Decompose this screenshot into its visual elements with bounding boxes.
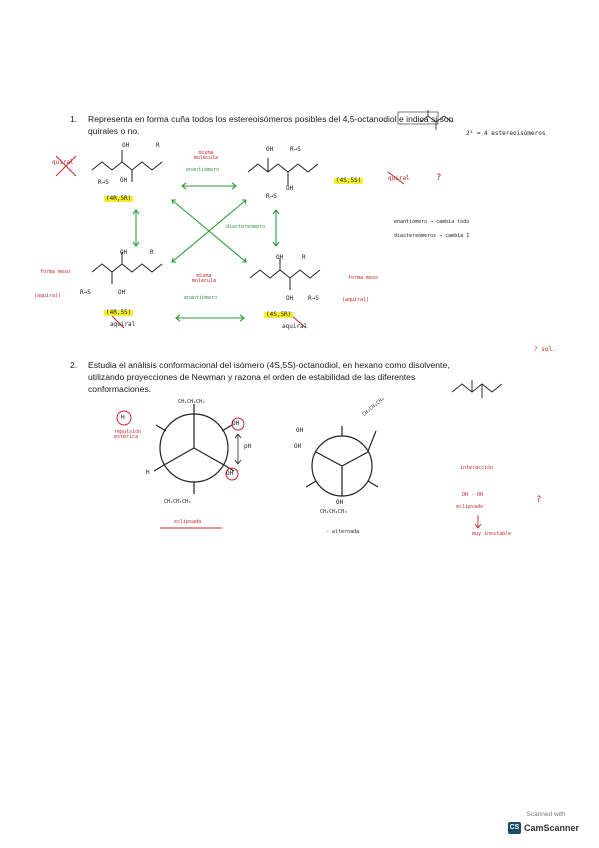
newman-1-arrow	[234, 433, 242, 465]
q2-note-4: muy inestable	[472, 531, 512, 537]
newman-2-bottom-label: CH₂CH₂CH₃	[320, 509, 348, 515]
newman-2-caption: - alternada	[326, 529, 360, 535]
oh-label-1: OH	[122, 142, 130, 149]
label-enantiomero-top: enantiómero	[186, 167, 220, 173]
config-top-right: (4S,5S)	[334, 177, 364, 184]
label-diastereomero-center: diastereómero	[226, 224, 266, 230]
newman-1-sub-2: OH	[232, 420, 240, 427]
oh-label-4: OH	[286, 185, 294, 192]
config-bottom-left: (4R,5S)	[104, 309, 134, 316]
chiral-label-top-left: quiral	[52, 159, 74, 166]
label-forma-meso-right: forma meso	[348, 275, 379, 281]
newman-1-top-label: CH₂CH₂CH₃	[178, 399, 206, 405]
molecule-bottom-right	[249, 258, 321, 290]
rs-label-1: R	[156, 142, 160, 149]
newman-1-sub-3: OH	[226, 470, 234, 477]
label-aquiral-left: (aquiral)	[34, 293, 62, 299]
achiral-label-bottom-right: aquiral	[282, 323, 308, 330]
oh-label-6: OH	[118, 289, 126, 296]
molecule-top-right	[247, 158, 319, 186]
question-mark-note: ?	[436, 173, 442, 183]
oh-label-2: OH	[120, 177, 128, 184]
rs-label-6: R→S	[80, 289, 91, 296]
newman-1-bottom-label: CH₂CH₂CH₃	[164, 499, 192, 505]
oh-label-5: OH	[120, 249, 128, 256]
newman-2-sub-3: OH	[336, 499, 344, 506]
rs-label-7: R	[302, 254, 306, 261]
label-enantiomero-bottom: enantiómero	[184, 295, 218, 301]
question-1-number: 1.	[70, 114, 78, 124]
oh-label-3: OH	[266, 146, 274, 153]
newman-projection-2	[305, 426, 379, 497]
q2-side-arrow	[474, 515, 482, 529]
label-aquiral-right: (aquiral)	[342, 297, 370, 303]
q2-molecule-sketch	[451, 380, 503, 398]
rs-label-5: R	[150, 249, 154, 256]
oh-label-7: OH	[276, 254, 284, 261]
question-2-text-line3: conformaciones.	[88, 384, 152, 394]
newman-1-circles	[116, 410, 245, 481]
molecule-top-left	[91, 150, 163, 182]
newman-1-side-note: repulsión estérica	[114, 429, 142, 440]
label-forma-meso-left: forma meso	[40, 269, 71, 275]
title-structure-sketch	[397, 110, 453, 130]
rs-label-2: R→S	[98, 179, 109, 186]
camscanner-badge: Scanned with CS CamScanner	[506, 811, 586, 837]
legend-line-1: enantiómero → cambia todo	[394, 219, 470, 225]
rs-label-3: R→S	[290, 146, 301, 153]
stereo-count-note: 2² = 4 estereoisómeros	[466, 130, 546, 137]
newman-1-sub-1: H	[121, 414, 125, 421]
scanned-with-label: Scanned with	[526, 811, 566, 818]
camscanner-brand: CS CamScanner	[508, 821, 579, 834]
newman-1-ph-label: pH	[244, 443, 252, 450]
newman-2-sub-1: OH	[296, 427, 304, 434]
relation-arrows	[132, 182, 280, 322]
camscanner-name: CamScanner	[524, 822, 580, 833]
label-misma-molecula: misma molécula	[193, 150, 219, 161]
question-1-text-line1: Representa en forma cuña todos los ester…	[88, 114, 454, 124]
q2-note-1: interacción	[460, 465, 494, 471]
newman-projection-1	[153, 404, 235, 494]
question-1-text-line2: quirales o no.	[88, 126, 140, 136]
newman-1-sub-4: H	[146, 469, 150, 476]
config-bottom-right: (4S,5R)	[264, 311, 294, 318]
config-top-left: (4R,5R)	[104, 195, 134, 202]
question-2-number: 2.	[70, 360, 78, 370]
question-2-text-line1: Estudia el análisis conformacional del i…	[88, 360, 450, 370]
oh-label-8: OH	[286, 295, 294, 302]
molecule-bottom-left	[91, 252, 163, 284]
q2-top-right-label: ? sol.	[534, 346, 556, 353]
q2-note-3: eclipsado	[456, 504, 484, 510]
rs-label-4: R→S	[266, 193, 277, 200]
camscanner-logo-icon: CS	[508, 821, 521, 834]
chiral-label-top-right: quiral	[388, 175, 410, 182]
rs-label-8: R→S	[308, 295, 319, 302]
newman-2-sub-2: OH	[294, 443, 302, 450]
newman-1-caption: eclipsada	[174, 519, 202, 525]
q2-note-2: OH - OH	[462, 492, 484, 498]
achiral-label-bottom-left: aquiral	[110, 321, 136, 328]
label-misma-molecula-bottom: misma molécula	[191, 273, 217, 284]
legend-line-2: diastereómeros → cambia 1	[394, 233, 470, 239]
q2-question-mark: ?	[536, 495, 542, 505]
red-strikes	[55, 155, 405, 329]
question-2-text-line2: utilizando proyecciones de Newman y razo…	[88, 372, 416, 382]
